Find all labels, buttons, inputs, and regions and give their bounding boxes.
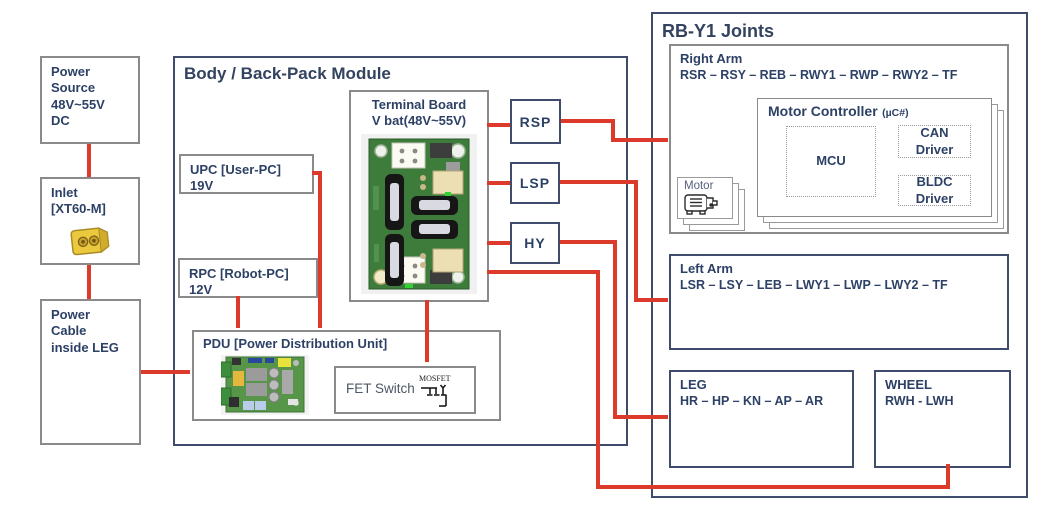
leg-title: LEG (680, 377, 707, 392)
motor-label: Motor (684, 180, 714, 192)
can-driver-label: CAN Driver (915, 125, 954, 157)
connection-terminal-board-rsp (487, 123, 510, 127)
connection-inlet-power-cable (87, 265, 91, 299)
lsp-label: LSP (519, 175, 551, 191)
mosfet-label: MOSFET (419, 374, 451, 383)
power-source-label: Power Source 48V~55V DC (51, 64, 105, 128)
bldc-driver-label: BLDC Driver (915, 174, 954, 206)
connection-terminal-board-hy (487, 241, 510, 245)
connection-power-source-inlet (87, 144, 91, 177)
motor-box: Motor (677, 177, 733, 219)
upc-box: UPC [User-PC] 19V (179, 154, 314, 194)
connection-lsp-left-arm (560, 180, 638, 184)
upc-label: UPC [User-PC] 19V (190, 162, 282, 194)
inlet-label: Inlet [XT60-M] (51, 185, 106, 217)
motor-icon (682, 193, 728, 217)
motor-controller-box: Motor Controller (µC#) MCU CAN Driver BL… (757, 98, 992, 217)
body-backpack-module-box: Body / Back-Pack Module Terminal Board V… (173, 56, 628, 446)
hy-box: HY (510, 222, 560, 264)
terminal-board-pcb-image (361, 134, 477, 294)
right-arm-box: Right Arm RSR – RSY – REB – RWY1 – RWP –… (669, 44, 1009, 234)
connection-terminal-board-wheel (946, 464, 950, 489)
left-arm-box: Left Arm LSR – LSY – LEB – LWY1 – LWP – … (669, 254, 1009, 350)
connection-hy-leg (613, 415, 668, 419)
right-arm-title: Right Arm (680, 51, 743, 66)
left-arm-joints: LSR – LSY – LEB – LWY1 – LWP – LWY2 – TF (680, 278, 948, 293)
connection-terminal-board-fet-switch (425, 300, 429, 362)
wheel-joints: RWH - LWH (885, 394, 954, 409)
fet-switch-box: FET Switch MOSFET (334, 366, 476, 414)
connection-rsp-right-arm (561, 119, 615, 123)
connection-terminal-board-wheel (487, 270, 600, 274)
power-source-box: Power Source 48V~55V DC (40, 56, 140, 144)
rpc-box: RPC [Robot-PC] 12V (178, 258, 318, 298)
terminal-board-box: Terminal Board V bat(48V~55V) (349, 90, 489, 302)
rsp-label: RSP (519, 113, 552, 130)
lsp-box: LSP (510, 162, 560, 204)
rby1-title: RB-Y1 Joints (662, 21, 775, 41)
connection-terminal-board-lsp (487, 181, 510, 185)
inlet-box: Inlet [XT60-M] (40, 177, 140, 265)
connection-upc-pdu (318, 171, 322, 328)
wheel-title: WHEEL (885, 377, 932, 392)
terminal-board-label: Terminal Board V bat(48V~55V) (371, 97, 467, 129)
connection-power-cable-pdu (141, 370, 190, 374)
right-arm-joints: RSR – RSY – REB – RWY1 – RWP – RWY2 – TF (680, 68, 958, 83)
wheel-box: WHEEL RWH - LWH (874, 370, 1011, 468)
leg-box: LEG HR – HP – KN – AP – AR (669, 370, 854, 468)
connection-upc-pdu (312, 171, 322, 175)
xt60-connector-image (66, 223, 116, 259)
connection-hy-leg (613, 240, 617, 419)
left-arm-title: Left Arm (680, 261, 733, 276)
connection-rsp-right-arm (611, 119, 615, 142)
bldc-driver-box: BLDC Driver (898, 174, 971, 206)
connection-lsp-left-arm (634, 298, 668, 302)
leg-joints: HR – HP – KN – AP – AR (680, 394, 824, 409)
motor-controller-title: Motor Controller (768, 103, 878, 119)
pdu-pcb-image (221, 355, 309, 415)
pdu-title: PDU [Power Distribution Unit] (203, 336, 388, 351)
connection-terminal-board-wheel (596, 270, 600, 489)
pdu-box: PDU [Power Distribution Unit] (192, 330, 501, 421)
connection-rpc-pdu (236, 296, 240, 328)
power-cable-label: Power Cable inside LEG (51, 307, 119, 355)
fet-switch-label: FET Switch (346, 381, 415, 396)
connection-terminal-board-wheel (596, 485, 950, 489)
rpc-label: RPC [Robot-PC] 12V (189, 266, 289, 298)
body-module-title: Body / Back-Pack Module (184, 64, 391, 83)
connection-hy-leg (560, 240, 617, 244)
mosfet-symbol-icon (419, 382, 465, 412)
can-driver-box: CAN Driver (898, 125, 971, 158)
hy-label: HY (524, 235, 546, 251)
connection-rsp-right-arm (611, 138, 668, 142)
connection-lsp-left-arm (634, 180, 638, 302)
mcu-label: MCU (816, 153, 846, 169)
motor-controller-subtitle: (µC#) (882, 107, 909, 119)
rby1-joints-box: RB-Y1 Joints Right Arm RSR – RSY – REB –… (651, 12, 1028, 498)
power-cable-box: Power Cable inside LEG (40, 299, 141, 445)
mcu-box: MCU (786, 126, 876, 197)
rsp-box: RSP (510, 99, 561, 144)
